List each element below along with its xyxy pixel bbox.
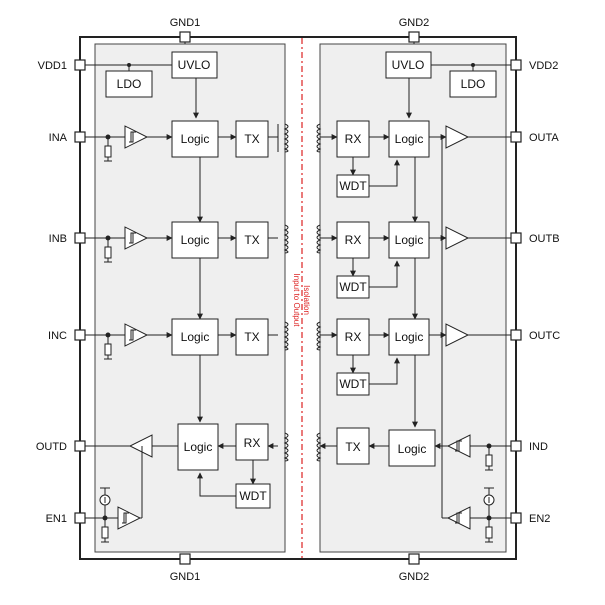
pin-inb-pad [74, 232, 86, 244]
wdt-b-label: WDT [339, 280, 367, 294]
primary-die [94, 43, 286, 553]
pin-en2-label: EN2 [529, 513, 550, 525]
logic-a-right-label: Logic [395, 132, 424, 146]
pin-outb-label: OUTB [529, 233, 560, 245]
pin-outa-label: OUTA [529, 132, 559, 144]
pin-outa-pad [510, 131, 522, 143]
logic-c-left-label: Logic [181, 330, 210, 344]
pin-en1-pad [74, 512, 86, 524]
tx-b-label: TX [244, 233, 259, 247]
pin-ind-label: IND [529, 441, 548, 453]
logic-d-right-label: Logic [398, 442, 427, 456]
pin-ind-pad [510, 440, 522, 452]
pin-inc-label: INC [48, 330, 67, 342]
wdt-d-label: WDT [239, 489, 267, 503]
ldo-left-label: LDO [117, 77, 142, 91]
pin-inb-label: INB [49, 233, 67, 245]
tx-c-label: TX [244, 330, 259, 344]
pin-en1-label: EN1 [46, 513, 67, 525]
pin-outb-pad [510, 232, 522, 244]
isolation-label-line1: Input to Output [292, 274, 301, 328]
tx-a-label: TX [244, 132, 259, 146]
rx-c-label: RX [345, 330, 362, 344]
pin-vdd1-label: VDD1 [38, 60, 67, 72]
rx-b-label: RX [345, 233, 362, 247]
pin-outc-label: OUTC [529, 330, 560, 342]
pin-en2-pad [510, 512, 522, 524]
uvlo-right-label: UVLO [392, 58, 425, 72]
pin-gnd1-top-pad [179, 31, 191, 43]
pin-outc-pad [510, 329, 522, 341]
tx-d-label: TX [345, 440, 360, 454]
pin-gnd1-bottom-label: GND1 [170, 571, 201, 583]
pin-gnd2-top-label: GND2 [399, 17, 430, 29]
uvlo-block-left [171, 51, 218, 79]
rx-a-label: RX [345, 132, 362, 146]
ldo-block-right [449, 70, 497, 98]
logic-d-left-label: Logic [184, 440, 213, 454]
channel-c [85, 318, 511, 396]
pin-gnd2-bottom-pad [408, 553, 420, 565]
en2-circuit [441, 136, 511, 543]
pin-vdd2-label: VDD2 [529, 60, 558, 72]
pin-outd-pad [74, 440, 86, 452]
en1-circuit [85, 446, 143, 543]
pin-ina-pad [74, 131, 86, 143]
pin-gnd2-top-pad [408, 31, 420, 43]
isolation-label-line2: Isolation [302, 285, 311, 315]
ldo-block-left [105, 70, 153, 98]
channel-b [85, 221, 511, 299]
wdt-c-label: WDT [339, 377, 367, 391]
pin-gnd1-top-label: GND1 [170, 17, 201, 29]
pin-gnd1-bottom-pad [179, 553, 191, 565]
logic-a-left-label: Logic [181, 132, 210, 146]
uvlo-left-label: UVLO [178, 58, 211, 72]
logic-c-right-label: Logic [395, 330, 424, 344]
pin-gnd2-bottom-label: GND2 [399, 571, 430, 583]
logic-b-right-label: Logic [395, 233, 424, 247]
channel-d [85, 423, 511, 509]
pin-ina-label: INA [49, 132, 68, 144]
pin-outd-label: OUTD [36, 441, 67, 453]
pin-vdd2-pad [510, 59, 522, 71]
wdt-a-label: WDT [339, 179, 367, 193]
pin-vdd1-pad [74, 59, 86, 71]
logic-b-left-label: Logic [181, 233, 210, 247]
pin-inc-pad [74, 329, 86, 341]
rx-d-label: RX [244, 436, 261, 450]
ldo-right-label: LDO [461, 77, 486, 91]
